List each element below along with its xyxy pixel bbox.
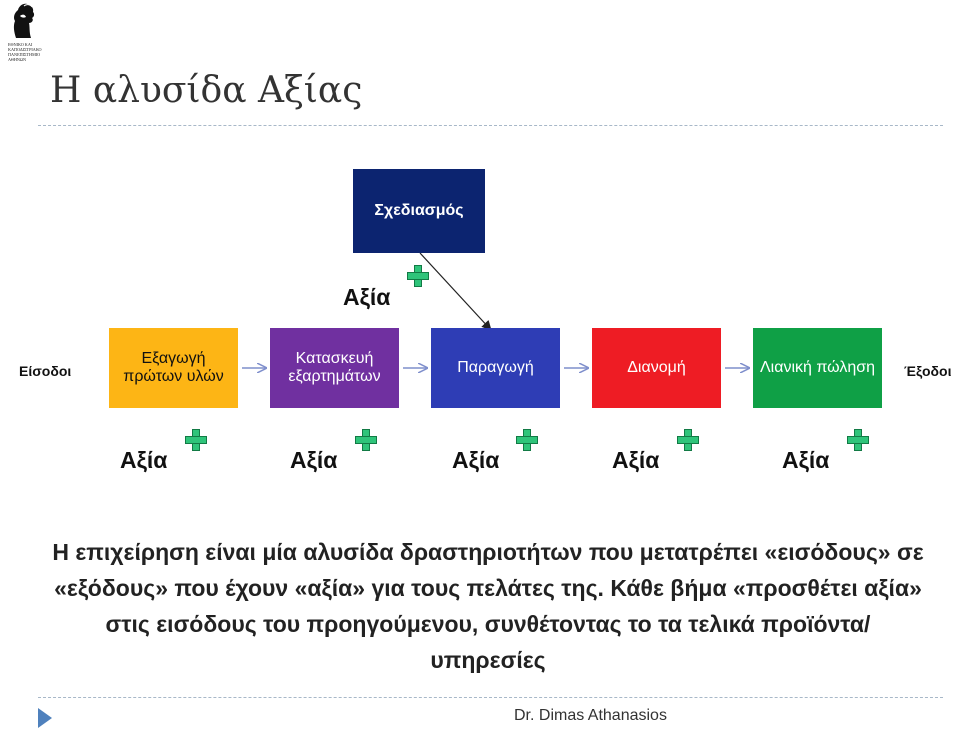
design-arrow bbox=[419, 252, 492, 331]
step-1-value-label: Αξία bbox=[120, 447, 168, 473]
university-name: ΕΘΝΙΚΟ ΚΑΙ ΚΑΠΟΔΙΣΤΡΙΑΚΟ ΠΑΝΕΠΙΣΤΗΜΙΟ ΑΘ… bbox=[8, 42, 42, 62]
step-production-box: Παραγωγή bbox=[431, 328, 560, 408]
step-3-value-label: Αξία bbox=[452, 447, 500, 473]
outputs-label: Έξοδοι bbox=[904, 363, 952, 379]
design-plus-icon bbox=[407, 265, 429, 287]
design-box: Σχεδιασμός bbox=[353, 169, 485, 253]
step-retail-box: Λιανική πώληση bbox=[753, 328, 882, 408]
university-logo: ΕΘΝΙΚΟ ΚΑΙ ΚΑΠΟΔΙΣΤΡΙΑΚΟ ΠΑΝΕΠΙΣΤΗΜΙΟ ΑΘ… bbox=[4, 2, 48, 64]
description-text: Η επιχείρηση είναι μία αλυσίδα δραστηριο… bbox=[52, 539, 924, 673]
step-2-value-label: Αξία bbox=[290, 447, 338, 473]
step-distribution-box: Διανομή bbox=[592, 328, 721, 408]
step-1-plus-icon bbox=[185, 429, 207, 451]
step-4-value-label: Αξία bbox=[612, 447, 660, 473]
inputs-label: Είσοδοι bbox=[19, 363, 72, 379]
step-3-plus-icon bbox=[516, 429, 538, 451]
step-5-value-label: Αξία bbox=[782, 447, 830, 473]
design-value-label: Αξία bbox=[343, 284, 391, 310]
step-manufacturing-box: Κατασκευή εξαρτημάτων bbox=[270, 328, 399, 408]
footer-divider bbox=[38, 697, 943, 698]
author-footer: Dr. Dimas Athanasios bbox=[514, 707, 667, 724]
step-5-plus-icon bbox=[847, 429, 869, 451]
step-2-plus-icon bbox=[355, 429, 377, 451]
slide-title: Η αλυσίδα Αξίας bbox=[50, 70, 363, 111]
triangle-bullet-icon bbox=[38, 708, 52, 728]
step-4-plus-icon bbox=[677, 429, 699, 451]
title-divider bbox=[38, 125, 943, 126]
step-extraction-box: Εξαγωγή πρώτων υλών bbox=[109, 328, 238, 408]
athena-head-icon bbox=[13, 3, 35, 39]
